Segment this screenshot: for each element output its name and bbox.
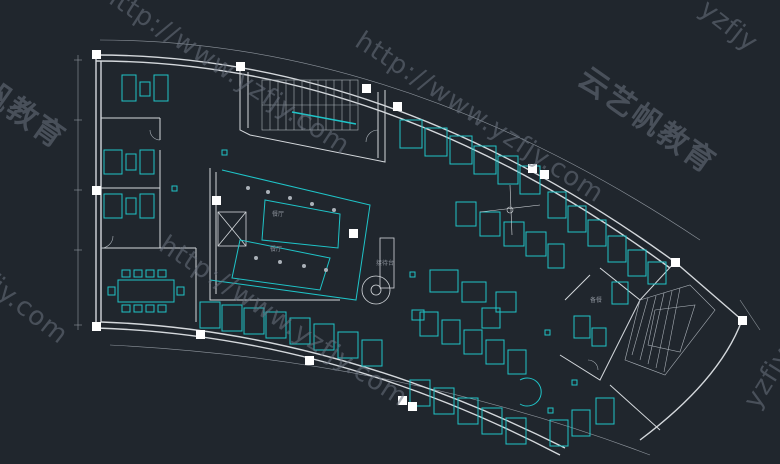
reception-desk	[411, 269, 542, 407]
room-label-2: 餐厅	[270, 245, 282, 253]
door-swings	[100, 129, 599, 371]
reception-area	[361, 237, 395, 305]
booth-seats-bottom	[199, 281, 629, 447]
room-label-3: 接待台	[376, 259, 394, 267]
stair-right	[624, 284, 716, 376]
booth-seats-top	[399, 119, 667, 285]
small-details	[171, 149, 578, 414]
elevator-shaft	[217, 211, 247, 247]
outer-walls	[95, 54, 743, 456]
dimension-lines	[74, 39, 761, 456]
section-marker	[479, 184, 541, 236]
stair-handrail	[291, 111, 357, 125]
central-hall	[209, 169, 371, 301]
room-label-1: 餐厅	[272, 210, 284, 218]
structural-columns	[92, 50, 747, 411]
stair-top	[261, 79, 359, 131]
hall-chairs	[246, 186, 336, 272]
interior-walls	[101, 68, 676, 431]
room-label-4: 备餐	[590, 296, 602, 304]
private-room-furniture	[103, 74, 185, 313]
